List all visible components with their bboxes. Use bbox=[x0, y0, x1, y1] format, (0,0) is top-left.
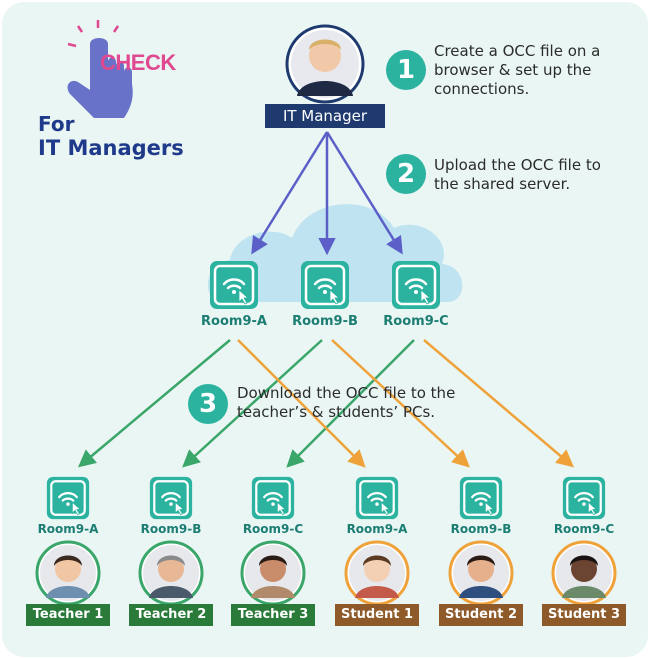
student-avatar bbox=[344, 540, 410, 606]
teacher-download-arrows bbox=[77, 339, 415, 468]
server-room-icon bbox=[209, 260, 259, 310]
step-2-text: Upload the OCC file to the shared server… bbox=[434, 156, 601, 193]
arrow-to-student-2 bbox=[331, 339, 470, 468]
pc-room-label: Room9-C bbox=[553, 522, 615, 536]
it-manager-avatar bbox=[285, 24, 365, 104]
pc-room-icon bbox=[459, 476, 503, 520]
pc-room-label: Room9-A bbox=[346, 522, 408, 536]
teacher-name-tag: Teacher 1 bbox=[26, 604, 110, 626]
pc-room-icon bbox=[355, 476, 399, 520]
arrow-to-teacher-2 bbox=[182, 339, 323, 468]
server-room-label: Room9-B bbox=[292, 314, 358, 329]
student-name-tag: Student 3 bbox=[542, 604, 626, 626]
pc-room-label: Room9-B bbox=[450, 522, 512, 536]
arrow-to-student-1 bbox=[237, 339, 366, 468]
server-room-icon bbox=[300, 260, 350, 310]
server-room-label: Room9-C bbox=[383, 314, 449, 329]
arrow-to-room9-a bbox=[251, 131, 329, 255]
upload-arrows bbox=[251, 131, 403, 256]
arrow-to-teacher-1 bbox=[77, 339, 231, 468]
step-1-badge: 1 bbox=[386, 50, 426, 90]
check-label: CHECK bbox=[100, 50, 176, 75]
teacher-avatar bbox=[35, 540, 101, 606]
student-name-tag: Student 2 bbox=[439, 604, 523, 626]
for-label: For bbox=[38, 112, 75, 136]
arrow-to-room9-c bbox=[325, 131, 403, 255]
pc-room-icon bbox=[149, 476, 193, 520]
teacher-name-tag: Teacher 3 bbox=[231, 604, 315, 626]
teacher-avatar bbox=[138, 540, 204, 606]
pc-room-label: Room9-C bbox=[242, 522, 304, 536]
pc-room-icon bbox=[46, 476, 90, 520]
student-avatar bbox=[551, 540, 617, 606]
student-download-arrows bbox=[237, 339, 575, 468]
pointing-hand-icon bbox=[67, 20, 133, 118]
teacher-name-tag: Teacher 2 bbox=[129, 604, 213, 626]
pc-room-icon bbox=[562, 476, 606, 520]
pc-room-label: Room9-A bbox=[37, 522, 99, 536]
arrow-to-teacher-3 bbox=[286, 339, 415, 468]
step-2-badge: 2 bbox=[386, 154, 426, 194]
pc-room-icon bbox=[251, 476, 295, 520]
server-room-icon bbox=[391, 260, 441, 310]
teacher-avatar bbox=[240, 540, 306, 606]
arrow-to-student-3 bbox=[423, 339, 575, 468]
server-room-label: Room9-A bbox=[201, 314, 267, 329]
audience-label: IT Managers bbox=[38, 136, 184, 160]
step-1-text: Create a OCC file on a browser & set up … bbox=[434, 42, 601, 98]
step-3-badge: 3 bbox=[188, 384, 228, 424]
student-avatar bbox=[448, 540, 514, 606]
pc-room-label: Room9-B bbox=[140, 522, 202, 536]
student-name-tag: Student 1 bbox=[335, 604, 419, 626]
it-manager-label: IT Manager bbox=[265, 104, 385, 128]
step-3-text: Download the OCC file to the teacher’s &… bbox=[237, 384, 456, 421]
